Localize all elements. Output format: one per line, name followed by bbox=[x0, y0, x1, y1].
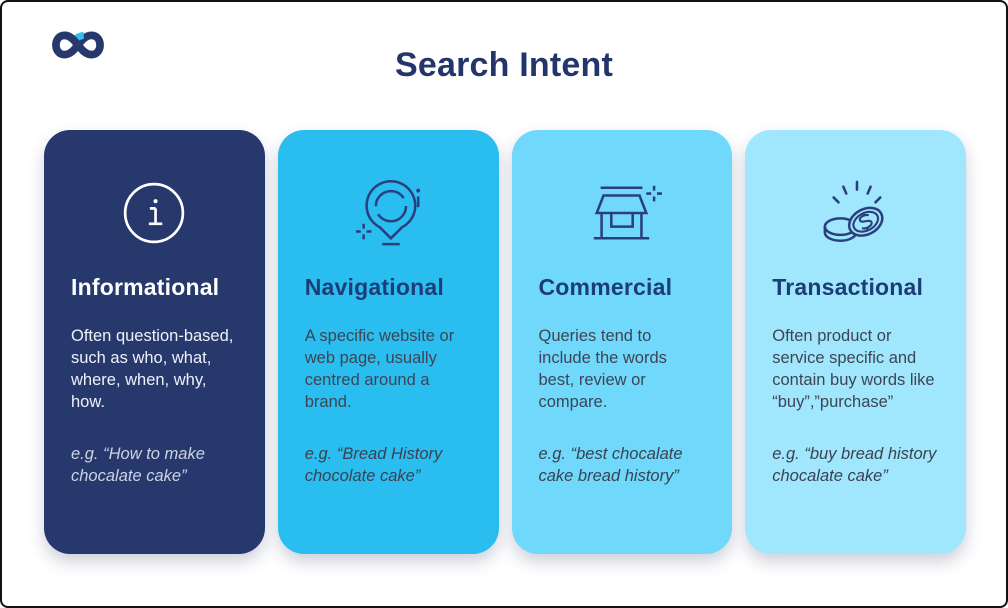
card-title: Informational bbox=[71, 274, 220, 300]
card-description: Often question-based, such as who, what,… bbox=[71, 327, 234, 412]
card-example: e.g. “Bread History chocolate cake” bbox=[304, 445, 443, 486]
storefront-icon bbox=[512, 164, 733, 262]
card-description: Queries tend to include the words best, … bbox=[538, 327, 667, 412]
card-title: Commercial bbox=[538, 274, 673, 300]
card-example: e.g. “How to make chocalate cake” bbox=[71, 445, 205, 486]
infinity-icon bbox=[52, 31, 104, 59]
card-transactional: Transactional Often product or service s… bbox=[745, 130, 966, 554]
page-title: Search Intent bbox=[395, 46, 613, 84]
card-navigational: Navigational A specific website or web p… bbox=[277, 130, 499, 554]
coins-icon bbox=[745, 164, 966, 262]
cards-row: Informational Often question-based, such… bbox=[44, 130, 966, 554]
card-description: Often product or service specific and co… bbox=[772, 327, 935, 412]
card-example: e.g. “best chocalate cake bread history” bbox=[538, 445, 683, 486]
card-description: A specific website or web page, usually … bbox=[304, 327, 455, 412]
location-pin-icon bbox=[278, 164, 499, 262]
card-informational: Informational Often question-based, such… bbox=[44, 130, 265, 554]
card-title: Navigational bbox=[304, 274, 444, 300]
card-commercial: Commercial Queries tend to include the w… bbox=[511, 130, 733, 554]
infinity-logo bbox=[46, 26, 110, 64]
card-title: Transactional bbox=[772, 274, 924, 300]
card-example: e.g. “buy bread history chocalate cake” bbox=[772, 445, 937, 486]
info-circle-icon bbox=[44, 164, 265, 262]
